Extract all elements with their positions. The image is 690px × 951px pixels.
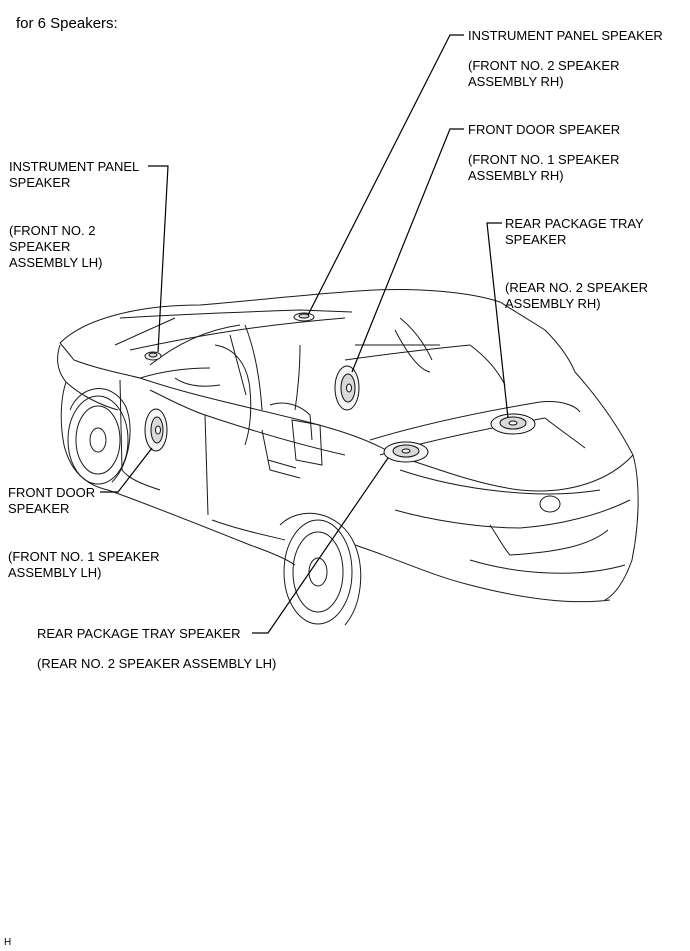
part-front-no1-lh-line1: (FRONT NO. 1 SPEAKER (8, 549, 160, 564)
instrument-panel-speaker-lh-icon (144, 351, 162, 361)
part-front-no2-lh-line2: SPEAKER (9, 239, 71, 254)
label-instrument-panel-speaker-rh: INSTRUMENT PANEL SPEAKER (468, 28, 663, 43)
leader-front-door-lh (100, 447, 153, 493)
rear-package-tray-speaker-rh-icon (490, 413, 536, 435)
leader-rear-package-tray-rh (486, 222, 509, 419)
diagram-title: for 6 Speakers: (16, 15, 118, 32)
label-rear-package-tray-speaker-rh-line2: SPEAKER (505, 232, 567, 247)
part-front-no1-lh-line2: ASSEMBLY LH) (8, 565, 102, 580)
label-front-door-speaker-rh: FRONT DOOR SPEAKER (468, 122, 621, 137)
part-front-no2-lh-line1: (FRONT NO. 2 (9, 223, 96, 238)
part-front-no1-rh-line1: (FRONT NO. 1 SPEAKER (468, 152, 620, 167)
label-instrument-panel-speaker-lh-line1: INSTRUMENT PANEL (9, 159, 140, 174)
leader-instrument-panel-lh (148, 165, 169, 353)
label-rear-package-tray-speaker-lh: REAR PACKAGE TRAY SPEAKER (37, 626, 241, 641)
leader-rear-package-tray-lh (252, 457, 389, 634)
part-rear-no2-rh-line2: ASSEMBLY RH) (505, 296, 601, 311)
front-door-speaker-rh-icon (334, 365, 360, 411)
label-front-door-speaker-lh-line1: FRONT DOOR (8, 485, 96, 500)
part-front-no2-rh-line1: (FRONT NO. 2 SPEAKER (468, 58, 620, 73)
label-instrument-panel-speaker-lh-line2: SPEAKER (9, 175, 71, 190)
label-rear-package-tray-speaker-rh-line1: REAR PACKAGE TRAY (505, 216, 644, 231)
front-door-speaker-lh-icon (144, 408, 168, 452)
car-body-outline (57, 289, 639, 626)
part-front-no2-rh-line2: ASSEMBLY RH) (468, 74, 564, 89)
part-front-no1-rh-line2: ASSEMBLY RH) (468, 168, 564, 183)
leader-instrument-panel-rh (307, 34, 464, 316)
rear-package-tray-speaker-lh-icon (383, 441, 429, 463)
part-rear-no2-lh: (REAR NO. 2 SPEAKER ASSEMBLY LH) (37, 656, 277, 671)
footer-mark: H (4, 937, 12, 948)
instrument-panel-speaker-rh-icon (293, 312, 315, 322)
part-rear-no2-rh-line1: (REAR NO. 2 SPEAKER (505, 280, 649, 295)
label-front-door-speaker-lh-line2: SPEAKER (8, 501, 70, 516)
part-front-no2-lh-line3: ASSEMBLY LH) (9, 255, 103, 270)
leader-front-door-rh (351, 128, 464, 373)
